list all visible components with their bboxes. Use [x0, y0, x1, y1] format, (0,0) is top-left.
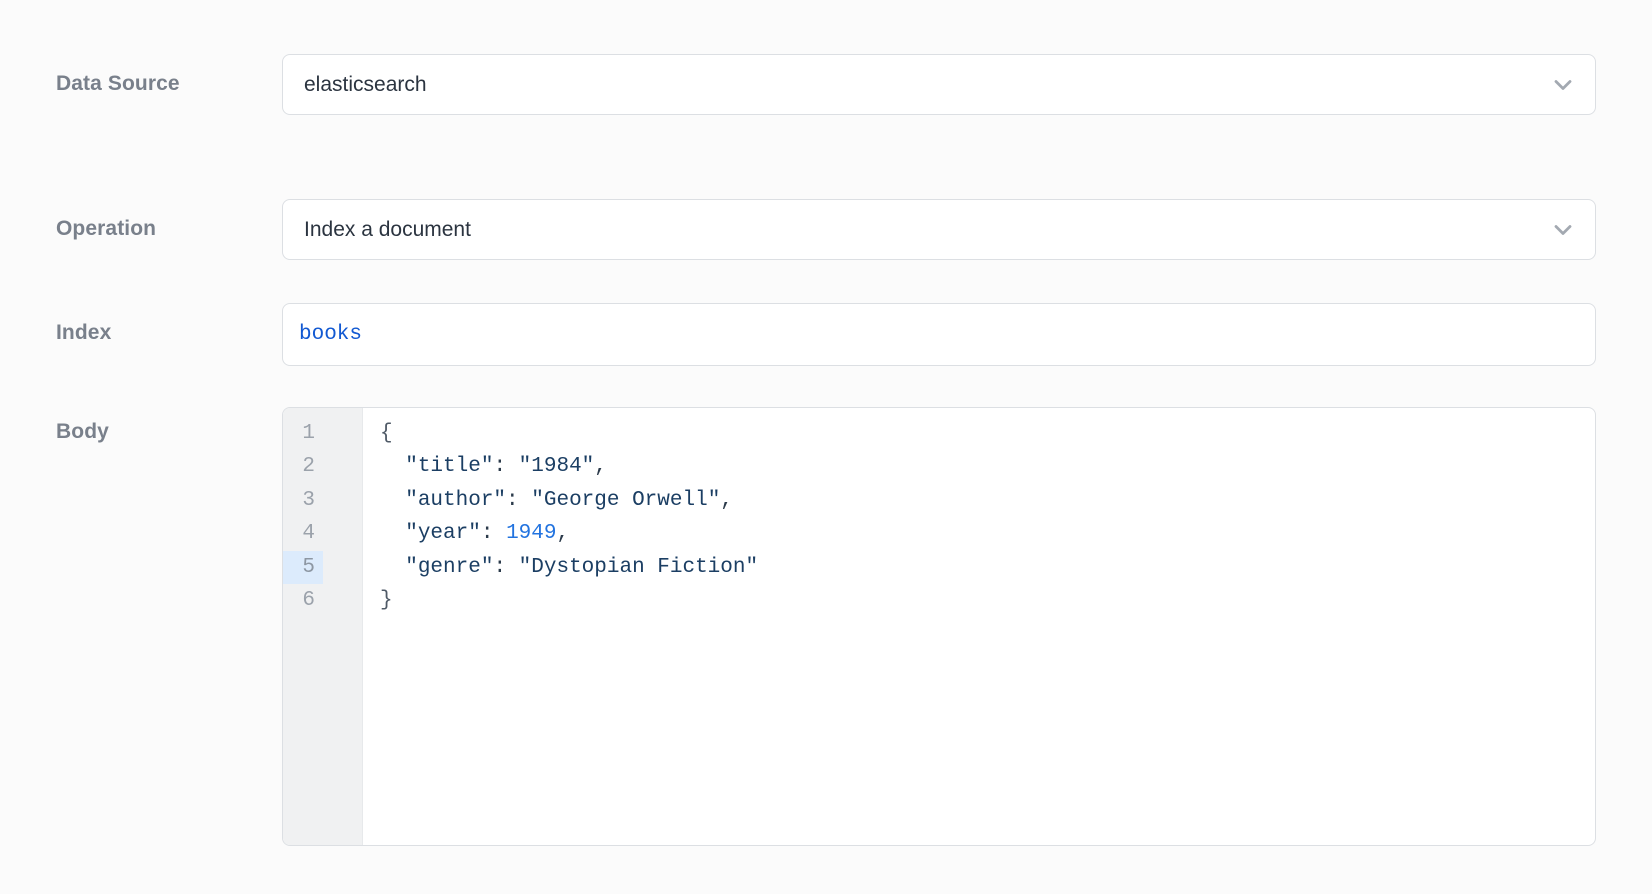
- editor-line-number: 2: [302, 455, 315, 479]
- field-row-index: Index: [0, 303, 1652, 366]
- editor-code-line: "genre": "Dystopian Fiction": [405, 555, 759, 579]
- body-label: Body: [56, 420, 109, 443]
- operation-select[interactable]: Index a document: [282, 199, 1596, 260]
- chevron-down-icon: [1554, 79, 1572, 90]
- field-row-operation: Operation Index a document: [0, 199, 1652, 260]
- editor-line-number: 1: [302, 422, 315, 445]
- operation-value: Index a document: [304, 217, 471, 241]
- index-label: Index: [56, 321, 112, 344]
- body-code-editor[interactable]: 1 2 3 4 5 6 { "title": "1984", "author": "Geo…: [282, 407, 1596, 846]
- editor-line-number: 4: [302, 522, 315, 546]
- editor-line-number: 6: [302, 588, 315, 612]
- chevron-down-icon: [1554, 224, 1572, 235]
- editor-code[interactable]: { "title": "1984", "author": "George Orw…: [363, 408, 1595, 845]
- editor-line-number: 5: [283, 550, 323, 584]
- data-source-label: Data Source: [56, 72, 180, 95]
- field-row-body: Body 1 2 3 4 5 6 { "title": "1984", "author":…: [0, 407, 1652, 846]
- data-source-value: elasticsearch: [304, 72, 427, 96]
- node-parameters-form: Data Source elasticsearch Operation Inde…: [0, 54, 1652, 846]
- editor-code-line: "year": 1949,: [405, 522, 570, 546]
- editor-code-line: "title": "1984",: [405, 455, 607, 479]
- field-row-data-source: Data Source elasticsearch: [0, 54, 1652, 115]
- editor-line-number: 3: [302, 488, 315, 512]
- data-source-select[interactable]: elasticsearch: [282, 54, 1596, 115]
- index-input[interactable]: [282, 303, 1596, 366]
- editor-code-line: {: [380, 422, 393, 445]
- editor-code-line: }: [380, 588, 393, 612]
- editor-code-line: "author": "George Orwell",: [405, 488, 733, 512]
- operation-label: Operation: [56, 217, 157, 240]
- editor-gutter: 1 2 3 4 5 6: [283, 408, 363, 845]
